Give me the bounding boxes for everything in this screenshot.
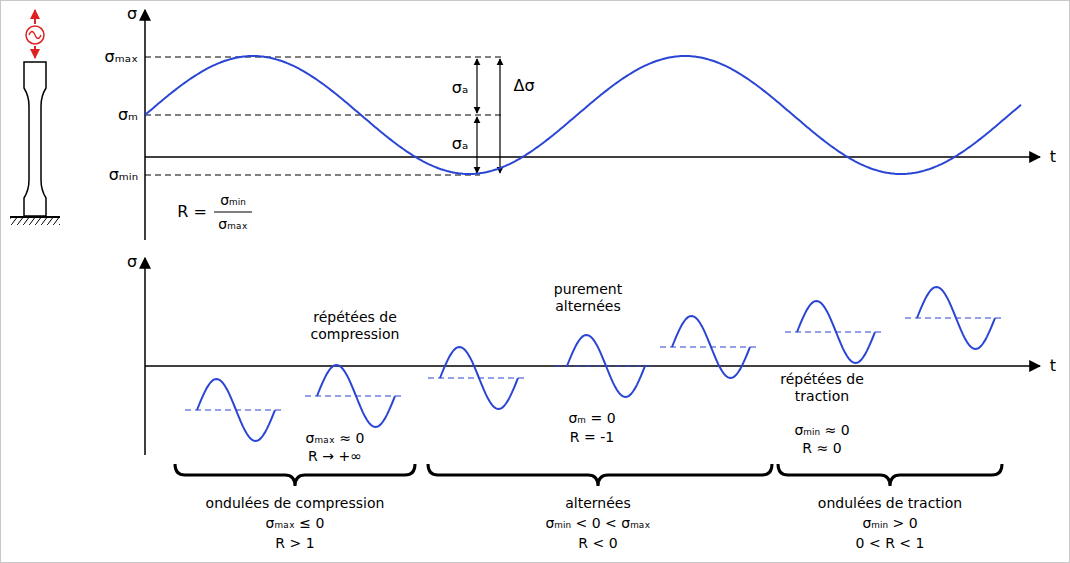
label: R < 0 xyxy=(578,535,617,552)
braces xyxy=(175,464,1002,486)
stress-curve xyxy=(567,335,645,397)
fraction-bar xyxy=(214,212,252,213)
level-lines xyxy=(145,57,505,175)
label: purement alternées xyxy=(533,281,643,315)
amplitude-arrows xyxy=(477,59,500,173)
label: alternées xyxy=(565,495,630,512)
label: σₐ xyxy=(452,78,468,97)
label: R = -1 xyxy=(570,429,614,446)
t-axis xyxy=(145,156,1040,158)
label: σₘᵢₙ xyxy=(220,192,246,209)
label: répétées de traction xyxy=(762,371,882,405)
brace xyxy=(778,464,1002,486)
stress-curve xyxy=(145,56,1021,174)
label: σₘₐₓ ≈ 0 xyxy=(306,430,365,447)
label: ondulées de traction xyxy=(818,495,962,512)
stress-curve xyxy=(917,287,995,349)
label: σₘₐₓ xyxy=(218,216,247,233)
label: R = xyxy=(177,202,207,221)
label: σₘᵢₙ ≈ 0 xyxy=(794,422,849,439)
stress-curve xyxy=(440,347,518,409)
label: Δσ xyxy=(513,76,534,95)
label: σ xyxy=(127,252,137,271)
label: σₘ xyxy=(118,105,138,124)
stress-curve xyxy=(317,365,395,427)
label: σₘₐₓ ≤ 0 xyxy=(266,515,325,532)
label: t xyxy=(1050,147,1056,166)
stress-waves xyxy=(145,56,1021,441)
stress-curve xyxy=(797,301,875,363)
label: σ xyxy=(127,4,137,23)
label: ondulées de compression xyxy=(206,495,385,512)
y-axis xyxy=(144,258,146,455)
label: répétées de compression xyxy=(290,309,420,343)
label: σₘ = 0 xyxy=(568,410,615,427)
label: σₘᵢₙ < 0 < σₘₐₓ xyxy=(545,515,650,532)
stress-curve xyxy=(672,316,750,378)
label: R ≈ 0 xyxy=(802,440,841,457)
label: σₘᵢₙ > 0 xyxy=(862,515,917,532)
label: R > 1 xyxy=(275,535,314,552)
label: 0 < R < 1 xyxy=(856,535,925,552)
label: R → +∞ xyxy=(308,448,362,465)
brace xyxy=(428,464,772,486)
t-axis xyxy=(145,365,1040,367)
y-axis xyxy=(144,10,146,240)
label: σₘᵢₙ xyxy=(109,165,138,184)
stress-curve xyxy=(197,379,275,441)
label: t xyxy=(1050,356,1056,375)
label: σₐ xyxy=(452,134,468,153)
label: σₘₐₓ xyxy=(105,47,138,66)
specimen-icon xyxy=(10,10,60,225)
brace xyxy=(175,464,415,486)
